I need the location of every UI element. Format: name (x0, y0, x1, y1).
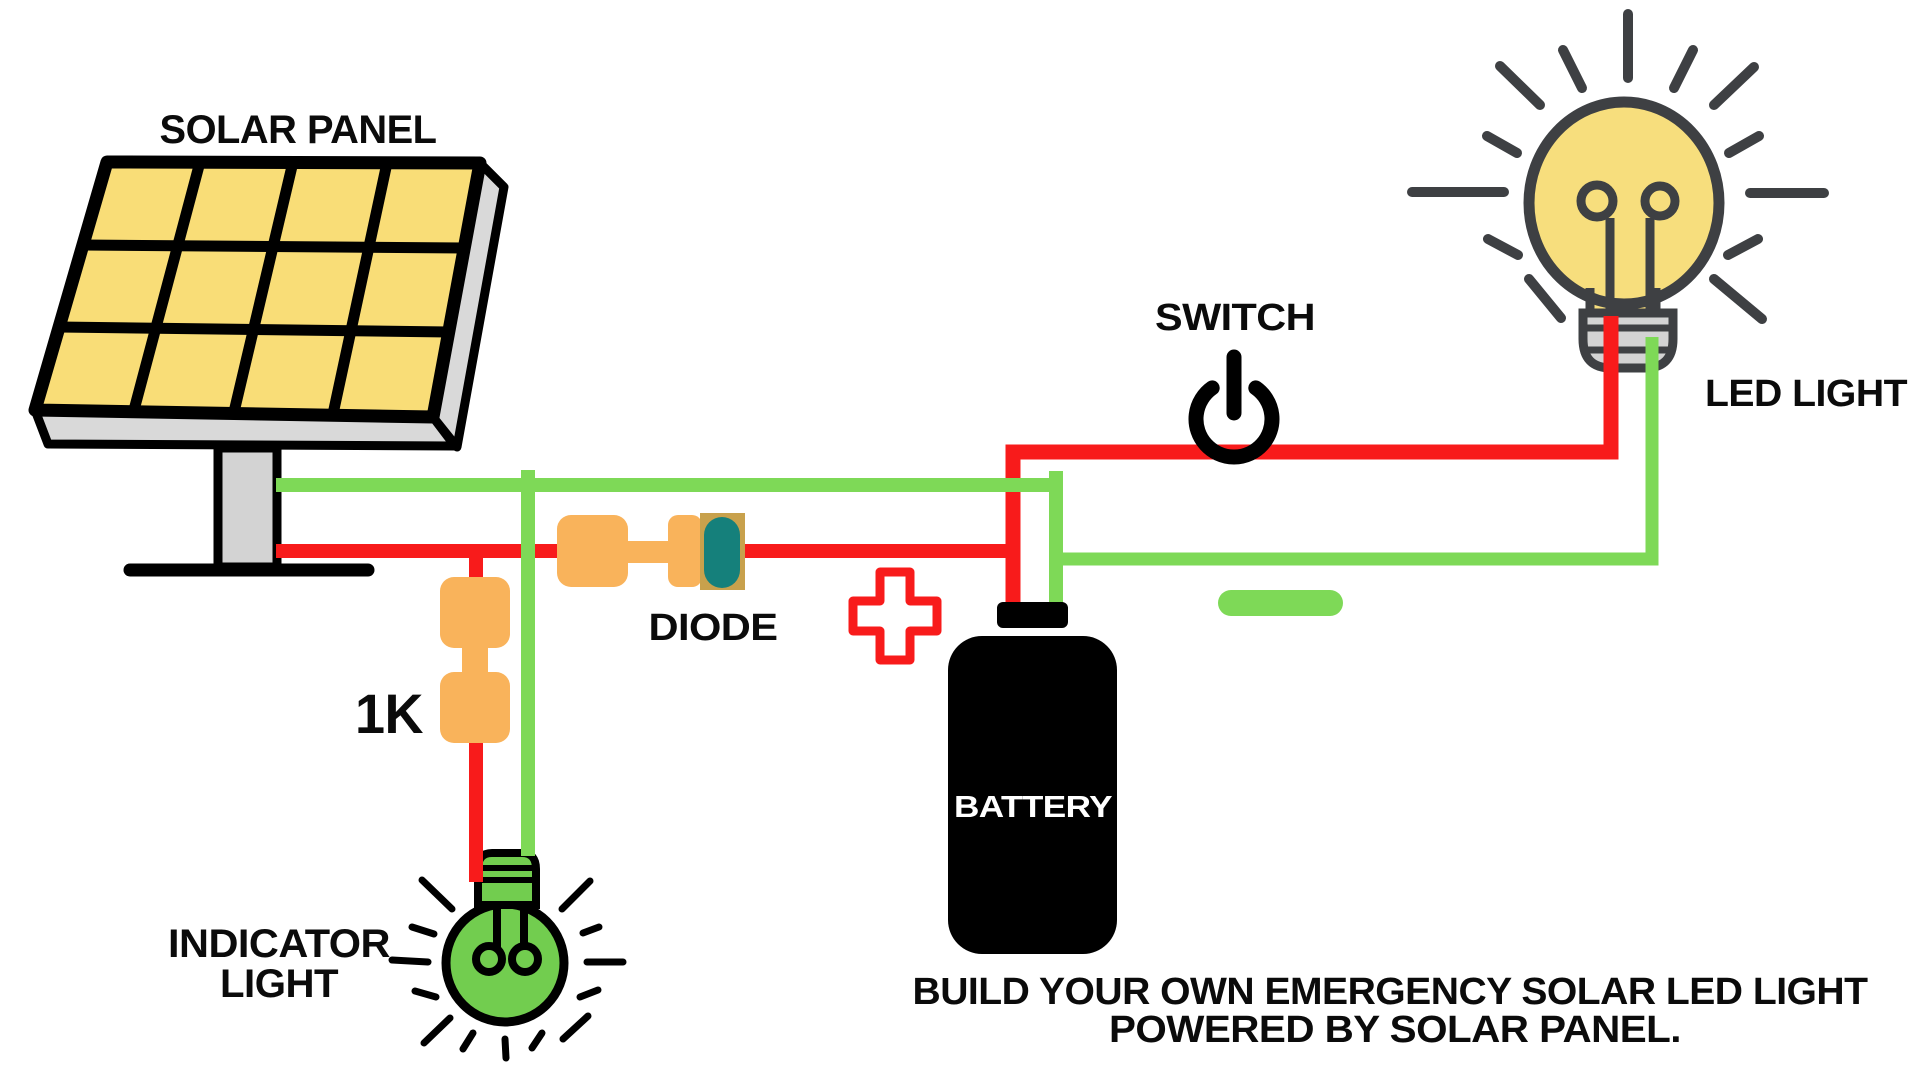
switch-label: SWITCH (1155, 297, 1315, 339)
battery-label: BATTERY (954, 789, 1113, 824)
resistor-value-label: 1K (355, 682, 423, 745)
indicator-cap-bands (478, 865, 536, 883)
indicator-bulb-icon (388, 849, 627, 1062)
power-switch-icon (1188, 349, 1280, 465)
caption-line1: BUILD YOUR OWN EMERGENCY SOLAR LED LIGHT (913, 971, 1868, 1013)
minus-terminal-icon (1218, 590, 1343, 616)
led-bulb-icon (1407, 9, 1829, 373)
solar-panel-label: SOLAR PANEL (160, 108, 437, 152)
resistor-icon (440, 577, 510, 743)
indicator-light-label-line1: INDICATOR (168, 922, 391, 966)
led-globe (1523, 96, 1725, 310)
led-filament (1576, 180, 1680, 313)
led-light-label: LED LIGHT (1705, 373, 1907, 415)
indicator-filament (472, 905, 542, 976)
panel-grid (58, 160, 465, 416)
positive-wire-battery-switch-led (1005, 316, 1619, 614)
negative-wire-led (1056, 337, 1659, 566)
plus-terminal-icon (848, 567, 942, 665)
battery-cap (997, 602, 1068, 628)
indicator-light-label-line2: LIGHT (220, 962, 338, 1006)
solar-panel-icon (28, 155, 509, 577)
indicator-rays (388, 876, 627, 1062)
caption-line2: POWERED BY SOLAR PANEL. (1109, 1009, 1681, 1051)
led-base (1578, 308, 1678, 373)
panel-stand (213, 443, 282, 572)
diode-icon (557, 513, 745, 590)
diode-label: DIODE (649, 607, 778, 649)
led-rays (1407, 9, 1829, 324)
battery-body (948, 636, 1117, 954)
battery-icon: BATTERY (948, 602, 1117, 954)
